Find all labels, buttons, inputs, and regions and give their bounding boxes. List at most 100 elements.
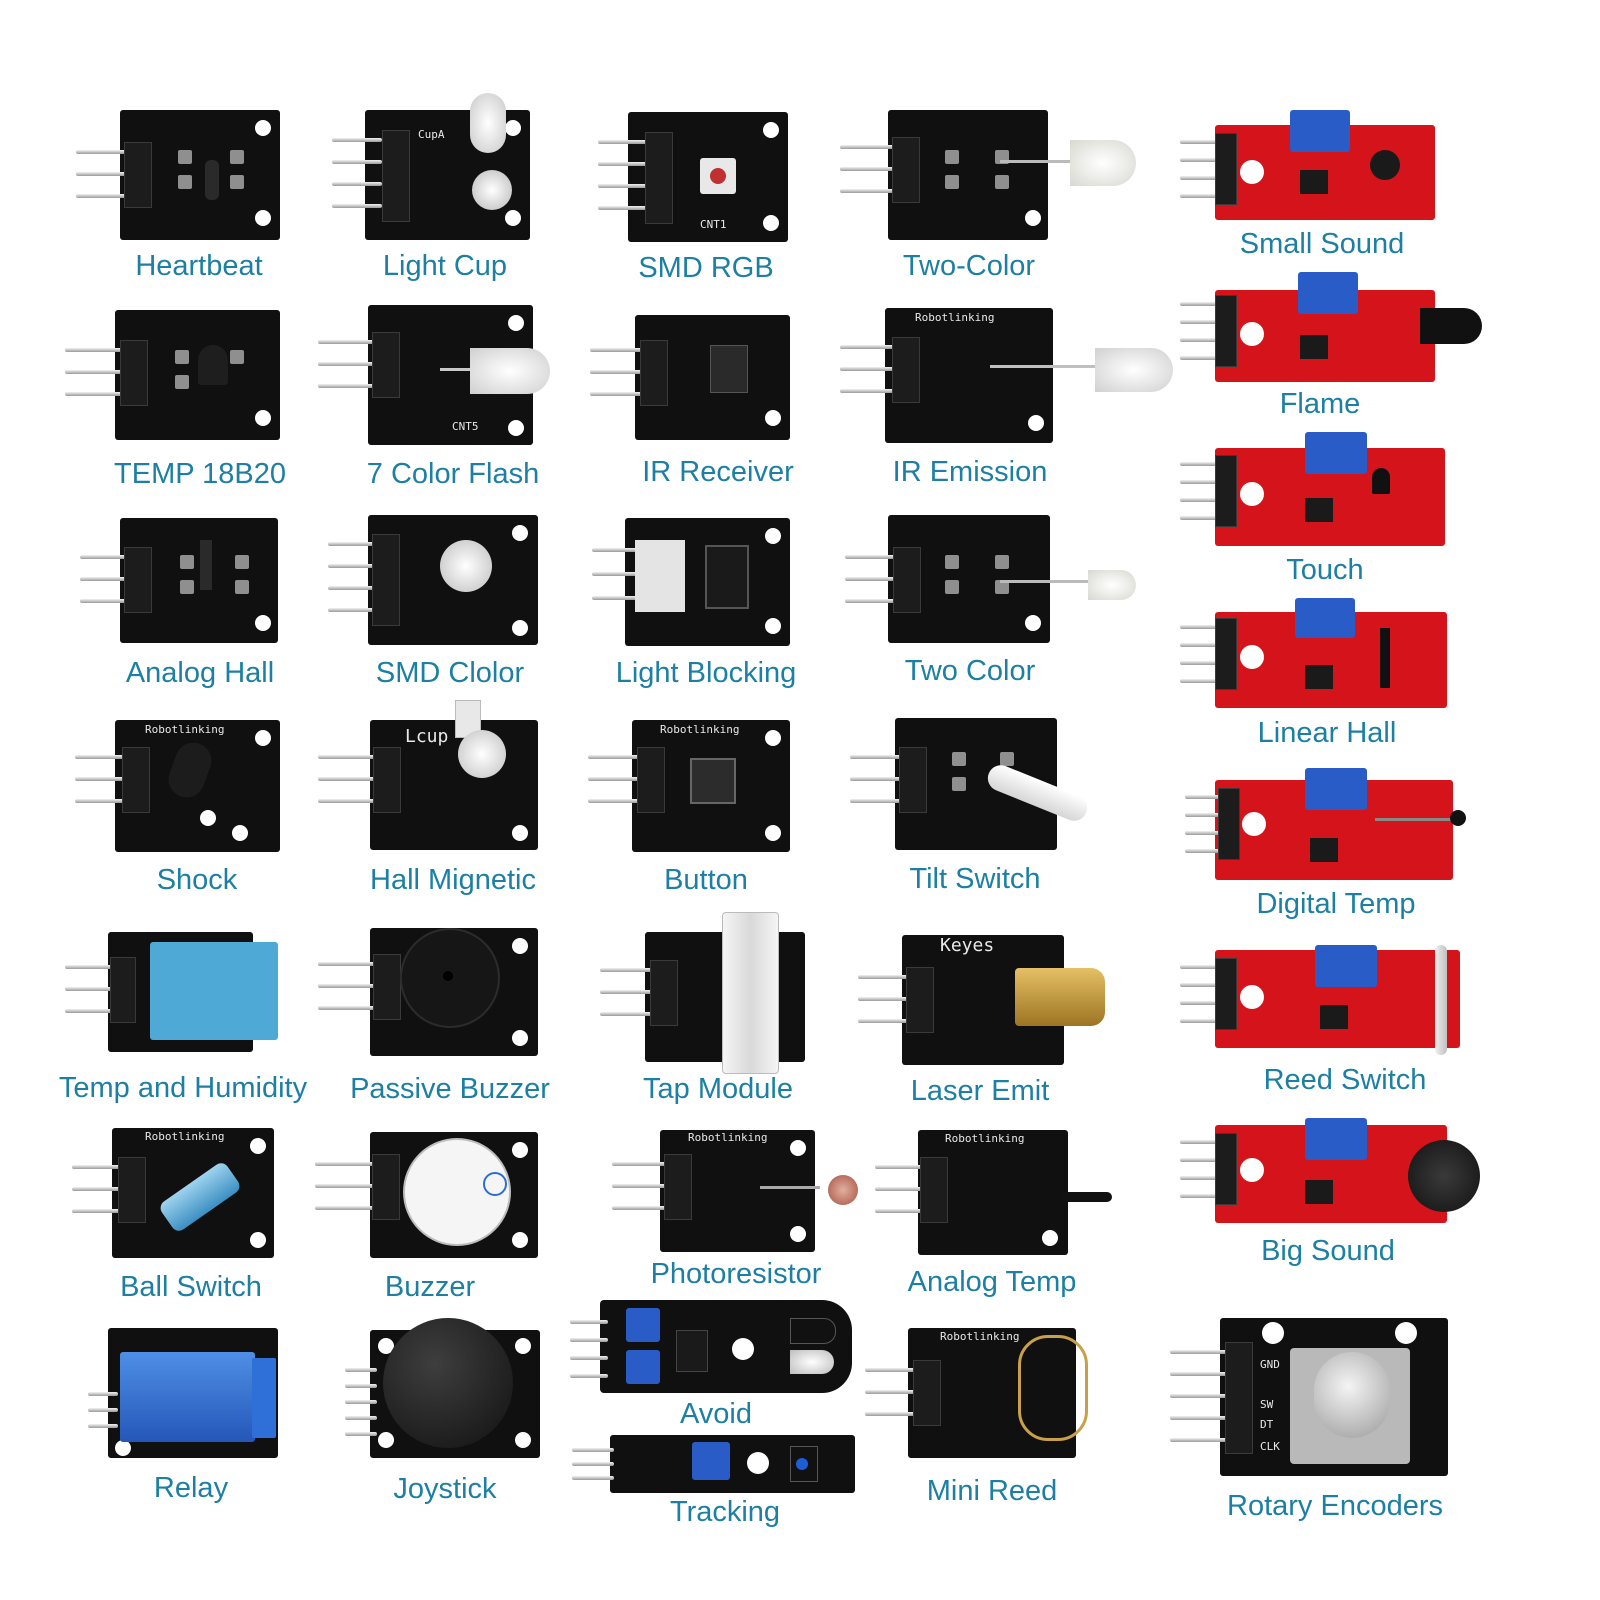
pin (72, 1187, 127, 1191)
pin (318, 362, 378, 366)
pin (590, 370, 645, 374)
pin (845, 555, 900, 559)
pin-header (372, 534, 400, 626)
pin-header (1215, 958, 1237, 1030)
pin (592, 596, 642, 600)
mount-hole (765, 730, 781, 746)
pin (845, 577, 900, 581)
led-icon (1070, 140, 1136, 186)
mount-hole (515, 1432, 531, 1448)
pin (75, 777, 130, 781)
potentiometer-icon (1305, 1118, 1367, 1160)
mount-hole (1240, 1158, 1264, 1182)
pin-header (1215, 295, 1237, 367)
pin (80, 599, 130, 603)
rotary-knob-icon (1314, 1352, 1390, 1438)
label-shock: Shock (156, 864, 238, 896)
pin (1170, 1394, 1228, 1398)
thermistor-lead (1375, 818, 1455, 821)
mount-hole (232, 825, 248, 841)
mount-hole (512, 825, 528, 841)
label-ir-receiver: IR Receiver (642, 456, 794, 488)
pin-header (1215, 618, 1237, 690)
pad (230, 175, 244, 189)
pin (1180, 1176, 1222, 1180)
pin (600, 968, 655, 972)
pin (570, 1320, 608, 1324)
pin (332, 204, 382, 208)
label-tracking: Tracking (669, 1496, 781, 1528)
mount-hole (512, 1232, 528, 1248)
ir-led-icon (796, 1458, 808, 1470)
silk-cnt5: CNT5 (452, 420, 479, 433)
pin (318, 384, 378, 388)
led-icon (472, 170, 512, 210)
mount-hole (512, 620, 528, 636)
pin-header (893, 547, 921, 613)
silk-robotlinking: Robotlinking (688, 1131, 768, 1144)
pin (345, 1416, 377, 1420)
mount-hole (505, 120, 521, 136)
pin (1180, 1194, 1222, 1198)
reed-wire-icon (1018, 1335, 1088, 1441)
chip-icon (1305, 665, 1333, 689)
mount-hole (732, 1338, 754, 1360)
label-small-sound: Small Sound (1239, 228, 1405, 260)
label-buzzer: Buzzer (384, 1271, 476, 1303)
potentiometer-icon (1315, 945, 1377, 987)
mount-hole (763, 215, 779, 231)
mount-hole (1042, 1230, 1058, 1246)
mount-hole (765, 528, 781, 544)
mount-hole (378, 1432, 394, 1448)
pin (65, 965, 120, 969)
pin-header (124, 142, 152, 208)
pin (840, 145, 895, 149)
potentiometer-icon (1290, 110, 1350, 152)
pad (945, 555, 959, 569)
pad (945, 175, 959, 189)
mount-hole (1240, 985, 1264, 1009)
label-avoid: Avoid (679, 1398, 753, 1430)
label-button: Button (664, 864, 748, 896)
mount-hole (200, 810, 216, 826)
pin (328, 564, 378, 568)
plus-mark-icon (483, 1172, 507, 1196)
pin (345, 1432, 377, 1436)
silk-dt: DT (1260, 1418, 1274, 1431)
pin (1180, 661, 1222, 665)
pin (850, 755, 905, 759)
pin-header (645, 132, 673, 224)
pin (318, 340, 378, 344)
silk-robotlinking: Robotlinking (660, 723, 740, 736)
pin (1185, 849, 1227, 853)
pin-header (1218, 788, 1240, 860)
label-ir-emission: IR Emission (892, 456, 1048, 488)
label-heartbeat: Heartbeat (135, 250, 263, 282)
label-mini-reed: Mini Reed (926, 1475, 1058, 1507)
push-button-icon (690, 758, 736, 804)
potentiometer-icon (1298, 272, 1358, 314)
pin (590, 392, 645, 396)
pin (570, 1338, 608, 1342)
pin (1180, 1001, 1222, 1005)
pin-header (124, 547, 152, 613)
mount-hole (765, 618, 781, 634)
temperature-sensor-icon (198, 345, 228, 385)
pad (995, 580, 1009, 594)
buzzer-hole-icon (443, 971, 453, 981)
pin-header (650, 960, 678, 1026)
pin (332, 182, 382, 186)
pin-header (120, 340, 148, 406)
mount-hole (255, 120, 271, 136)
pin (1170, 1372, 1228, 1376)
mount-hole (508, 315, 524, 331)
pin (1180, 194, 1222, 198)
led-icon (470, 348, 550, 394)
laser-head-icon (1015, 968, 1105, 1026)
pad (178, 175, 192, 189)
label-light-cup: Light Cup (382, 250, 508, 282)
pin-header (1225, 1342, 1253, 1454)
led-lead (990, 365, 1100, 368)
pin (1180, 625, 1222, 629)
